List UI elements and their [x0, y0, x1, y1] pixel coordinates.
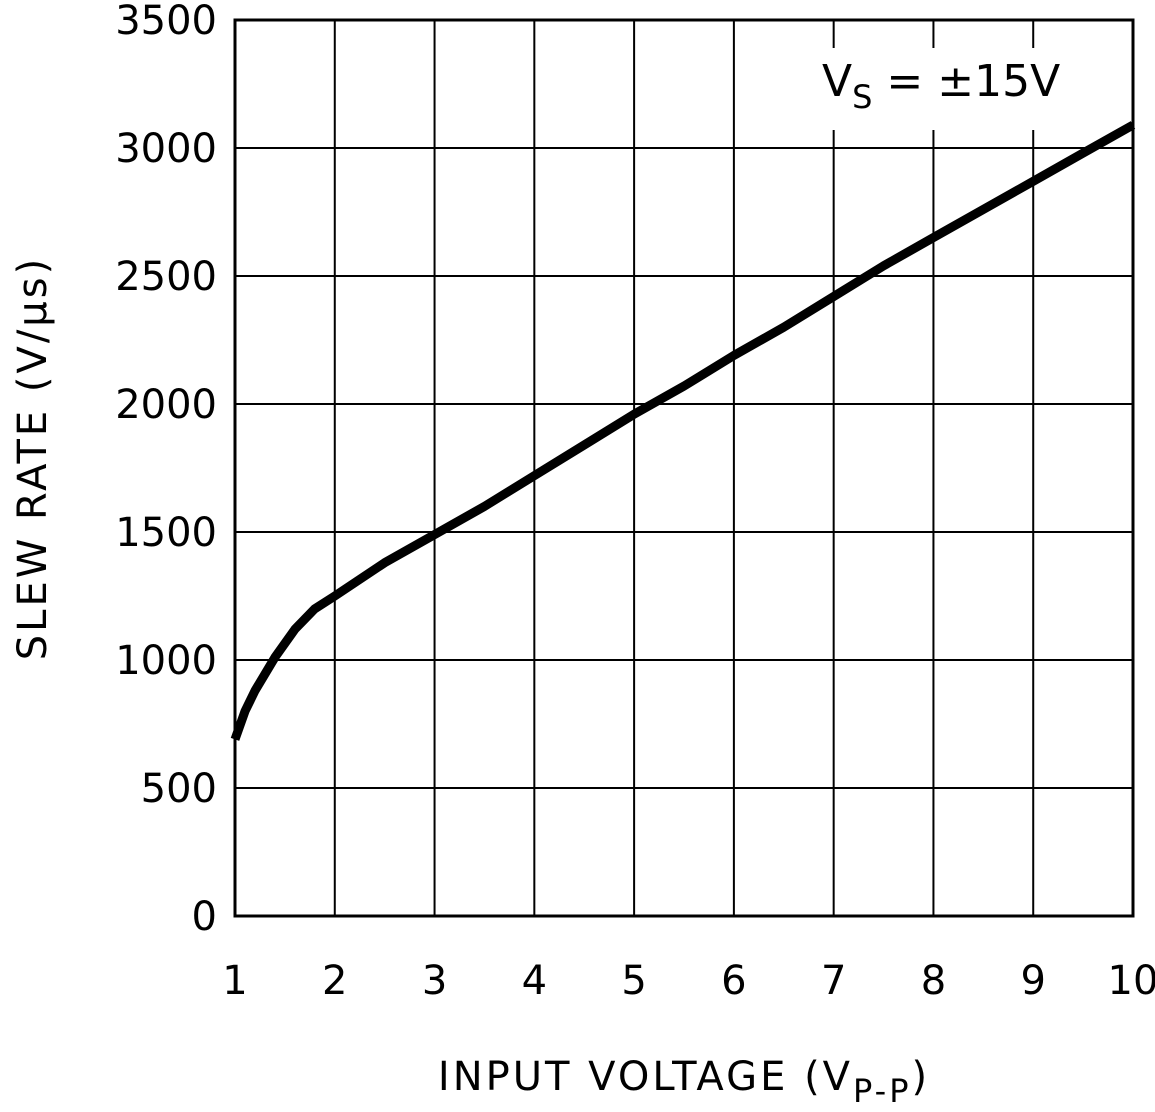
- y-tick-label: 3000: [115, 126, 217, 172]
- x-tick-label: 8: [921, 958, 946, 1004]
- annotation-main: V: [822, 56, 852, 107]
- x-tick-label: 1: [222, 958, 247, 1004]
- y-axis-label: SLEW RATE (V/µs): [10, 256, 56, 660]
- x-tick-label: 4: [522, 958, 547, 1004]
- grid: [234, 19, 1134, 917]
- series-group: [230, 121, 1136, 741]
- y-tick-label: 2500: [115, 254, 217, 300]
- supply-voltage-annotation: VS = ±15V: [822, 56, 1060, 116]
- annotation-subscript: S: [852, 78, 872, 116]
- y-tick-label: 1500: [115, 510, 217, 556]
- slew-rate-series-line: [230, 121, 1136, 741]
- x-axis-label-main: INPUT VOLTAGE (V: [438, 1054, 853, 1100]
- x-tick-label: 9: [1020, 958, 1045, 1004]
- y-tick-labels: 0 500 1000 1500 2000 2500 3000 3500: [115, 0, 217, 940]
- x-tick-label: 5: [621, 958, 646, 1004]
- y-tick-label: 500: [141, 766, 217, 812]
- x-axis-label-suffix: ): [911, 1054, 930, 1100]
- plot-frame: [233, 18, 1135, 918]
- y-tick-label: 2000: [115, 382, 217, 428]
- annotation-background: [808, 48, 1068, 130]
- x-tick-label: 3: [422, 958, 447, 1004]
- x-tick-label: 2: [322, 958, 347, 1004]
- x-axis-label-subscript: P-P: [853, 1072, 911, 1110]
- x-tick-label: 7: [821, 958, 846, 1004]
- x-tick-labels: 1 2 3 4 5 6 7 8 9 10: [222, 958, 1155, 1004]
- annotation-rest: = ±15V: [872, 56, 1060, 107]
- x-axis-label: INPUT VOLTAGE (VP-P): [438, 1054, 930, 1110]
- x-tick-label: 10: [1108, 958, 1155, 1004]
- x-tick-label: 6: [721, 958, 746, 1004]
- y-tick-label: 0: [192, 894, 217, 940]
- y-tick-label: 1000: [115, 638, 217, 684]
- y-tick-label: 3500: [115, 0, 217, 44]
